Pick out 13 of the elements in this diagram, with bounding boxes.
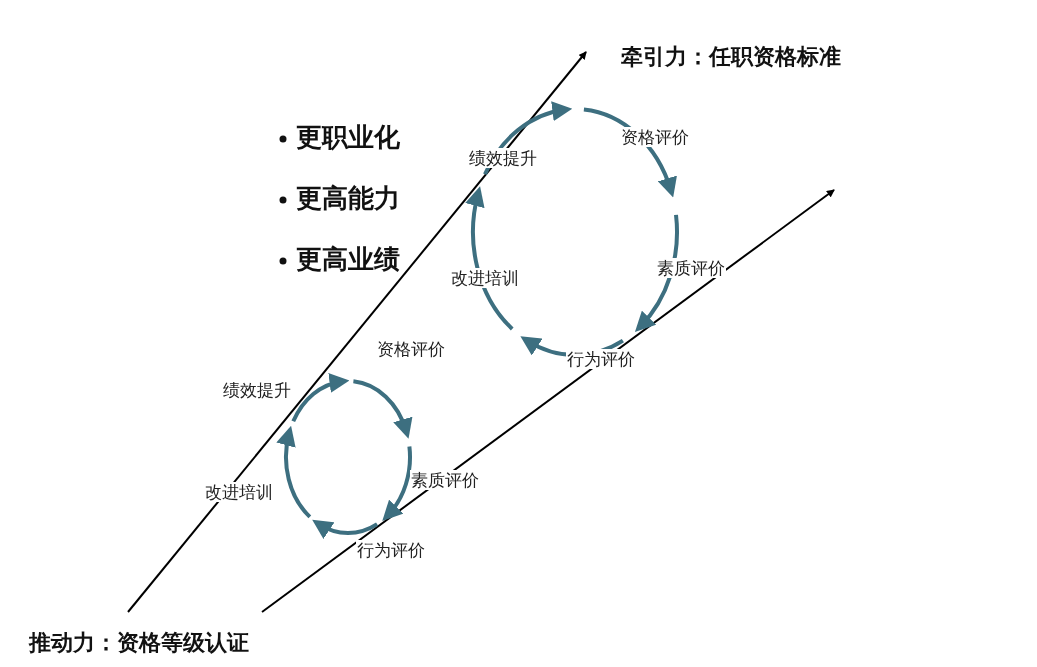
- stage-label: 素质评价: [410, 470, 480, 491]
- stage-label: 资格评价: [620, 127, 690, 148]
- force-label: 牵引力：任职资格标准: [620, 44, 842, 71]
- stage-label: 绩效提升: [468, 148, 538, 169]
- stage-label: 行为评价: [566, 349, 636, 370]
- force-label: 推动力：资格等级认证: [28, 630, 250, 657]
- stage-label: 资格评价: [376, 339, 446, 360]
- stage-label: 素质评价: [656, 258, 726, 279]
- stage-label: 改进培训: [204, 482, 274, 503]
- stage-label: 绩效提升: [222, 380, 292, 401]
- stage-label: 改进培训: [450, 268, 520, 289]
- stage-label: 行为评价: [356, 540, 426, 561]
- bullet-text: 更职业化: [295, 122, 401, 154]
